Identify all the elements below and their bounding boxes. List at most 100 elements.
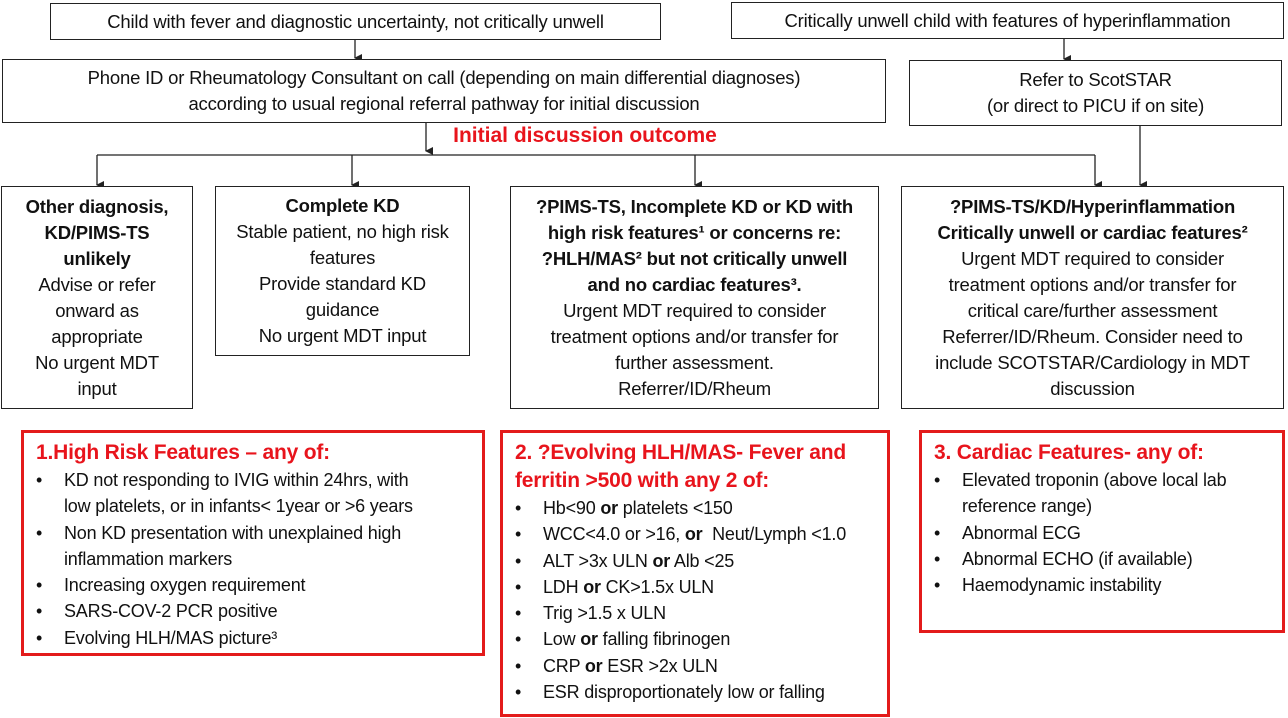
box-text-line: features (309, 247, 376, 268)
box-text-line: No urgent MDT input (258, 325, 427, 346)
criteria-item-text: ESR >2x ULN (602, 655, 718, 676)
criteria-item: reference range) (934, 493, 1274, 519)
criteria-item-text: Low (543, 629, 581, 650)
criteria-item-text: inflammation markers (64, 548, 233, 569)
criteria-item: LDH or CK>1.5x ULN (515, 574, 879, 601)
criteria-item: Trig >1.5 x ULN (515, 600, 879, 627)
criteria-item: Haemodynamic instability (934, 572, 1274, 599)
criteria-item: KD not responding to IVIG within 24hrs, … (36, 467, 474, 494)
criteria-item-text: Alb <25 (670, 550, 735, 571)
criteria-item: Evolving HLH/MAS picture³ (36, 625, 474, 652)
box-text-line: guidance (305, 299, 380, 320)
box-text-line: Critically unwell or cardiac features² (937, 221, 1248, 243)
start-box-critically-unwell: Critically unwell child with features of… (731, 2, 1284, 39)
criteria-item: Increasing oxygen requirement (36, 572, 474, 599)
criteria-item-text: Non KD presentation with unexplained hig… (64, 522, 402, 543)
high-risk-features-box: 1.High Risk Features – any of: KD not res… (21, 430, 485, 656)
criteria-title: 3. Cardiac Features- any of: (934, 441, 1204, 464)
criteria-item-text: Hb<90 (543, 498, 601, 518)
criteria-item-text: Haemodynamic instability (962, 575, 1162, 596)
criteria-item-text: CRP (543, 655, 585, 676)
criteria-item: Non KD presentation with unexplained hig… (36, 520, 474, 547)
box-text-line: further assessment. (615, 351, 774, 373)
criteria-title: ferritin >500 with any 2 of: (515, 469, 770, 492)
criteria-item-text: ALT >3x ULN (543, 550, 653, 571)
box-text-line: treatment options and/or transfer for (948, 273, 1237, 295)
criteria-item: CRP or ESR >2x ULN (515, 653, 879, 680)
box-text-line: ?PIMS-TS, Incomplete KD or KD with (536, 195, 853, 217)
criteria-item: Abnormal ECG (934, 520, 1274, 547)
box-text-line: Stable patient, no high risk (236, 221, 449, 242)
criteria-item-text: Abnormal ECHO (if available) (962, 548, 1193, 569)
criteria-item: Hb<90 or platelets <150 (515, 495, 879, 522)
box-text-line: Urgent MDT required to consider (563, 299, 826, 321)
criteria-item-text: or (684, 524, 703, 545)
criteria-item: SARS-COV-2 PCR positive (36, 598, 474, 625)
box-text-line: according to usual regional referral pat… (188, 93, 700, 114)
criteria-item-text: or (652, 550, 671, 571)
box-text-line: Referrer/ID/Rheum. Consider need to (942, 325, 1243, 347)
box-text-line: KD/PIMS-TS (44, 221, 150, 243)
outcome-heading: Initial discussion outcome (453, 124, 717, 147)
box-text-line: appropriate (51, 325, 143, 347)
outcome-pims-incomplete-kd: ?PIMS-TS, Incomplete KD or KD with high r… (510, 186, 879, 409)
criteria-item: Elevated troponin (above local lab (934, 467, 1274, 494)
box-text-line: critical care/further assessment (967, 299, 1218, 321)
criteria-item-text: or (584, 655, 603, 676)
criteria-item-text: ESR disproportionately low or falling (543, 682, 825, 703)
box-text-line: (or direct to PICU if on site) (986, 95, 1205, 116)
box-text-line: Phone ID or Rheumatology Consultant on c… (87, 67, 801, 88)
box-text-line: unlikely (63, 247, 131, 269)
criteria-item-text: WCC<4.0 or >16, (543, 524, 685, 545)
criteria-item-text: low platelets, or in infants< 1year or >… (64, 496, 413, 517)
phone-consultant-box: Phone ID or Rheumatology Consultant on c… (2, 59, 886, 123)
criteria-item: ALT >3x ULN or Alb <25 (515, 548, 879, 575)
criteria-item-text: KD not responding to IVIG within 24hrs, … (64, 470, 409, 490)
criteria-item-text: SARS-COV-2 PCR positive (64, 601, 278, 622)
box-text-line: Provide standard KD (259, 273, 426, 294)
criteria-item: WCC<4.0 or >16, or Neut/Lymph <1.0 (515, 521, 879, 548)
box-text-line: ?PIMS-TS/KD/Hyperinflammation (949, 195, 1236, 217)
box-text-line: No urgent MDT (35, 351, 159, 373)
criteria-item-text: Elevated troponin (above local lab (962, 470, 1227, 490)
criteria-item-text: or (580, 629, 598, 650)
criteria-title: 2. ?Evolving HLH/MAS- Fever and (515, 441, 847, 464)
criteria-item-text: Trig >1.5 x ULN (543, 603, 666, 624)
criteria-item-text: CK>1.5x ULN (600, 576, 715, 597)
box-text-line: Child with fever and diagnostic uncertai… (107, 10, 604, 32)
criteria-item-text: platelets <150 (617, 498, 733, 518)
box-text-line: ?HLH/MAS² but not critically unwell (541, 247, 848, 269)
box-text-line: input (77, 377, 117, 399)
criteria-item-text: or (600, 498, 618, 518)
criteria-item: Abnormal ECHO (if available) (934, 546, 1274, 573)
criteria-item-text: Increasing oxygen requirement (64, 575, 306, 596)
cardiac-features-box: 3. Cardiac Features- any of: Elevated tro… (919, 430, 1285, 633)
box-text-line: Referrer/ID/Rheum (618, 377, 771, 399)
criteria-item: inflammation markers (36, 546, 474, 572)
box-text-line: treatment options and/or transfer for (550, 325, 839, 347)
box-text-line: Critically unwell child with features of… (784, 9, 1231, 31)
outcome-complete-kd: Complete KD Stable patient, no high risk f… (215, 186, 470, 356)
box-text-line: Refer to ScotSTAR (1019, 69, 1172, 90)
criteria-item-text: or (583, 576, 601, 597)
criteria-item: low platelets, or in infants< 1year or >… (36, 493, 474, 519)
box-text-line: onward as (55, 299, 139, 321)
box-text-line: and no cardiac features³. (587, 273, 802, 295)
criteria-item: ESR disproportionately low or falling (515, 679, 879, 706)
criteria-item-text: falling fibrinogen (597, 629, 731, 650)
box-text-line: Urgent MDT required to consider (961, 247, 1224, 269)
box-text-line: Advise or refer (38, 273, 156, 295)
box-text-line: high risk features¹ or concerns re: (547, 221, 842, 243)
criteria-item: Low or falling fibrinogen (515, 626, 879, 653)
criteria-title: 1.High Risk Features – any of: (36, 441, 330, 464)
box-text-line: Complete KD (285, 195, 400, 216)
criteria-item-text: LDH (543, 576, 584, 597)
criteria-item-text: Abnormal ECG (962, 522, 1081, 543)
criteria-item-text: reference range) (962, 496, 1092, 517)
scotstar-box: Refer to ScotSTAR (or direct to PICU if o… (909, 60, 1282, 126)
box-text-line: include SCOTSTAR/Cardiology in MDT (935, 351, 1250, 373)
hlh-mas-criteria-box: 2. ?Evolving HLH/MAS- Fever and ferritin … (500, 430, 890, 717)
box-text-line: discussion (1050, 377, 1135, 399)
